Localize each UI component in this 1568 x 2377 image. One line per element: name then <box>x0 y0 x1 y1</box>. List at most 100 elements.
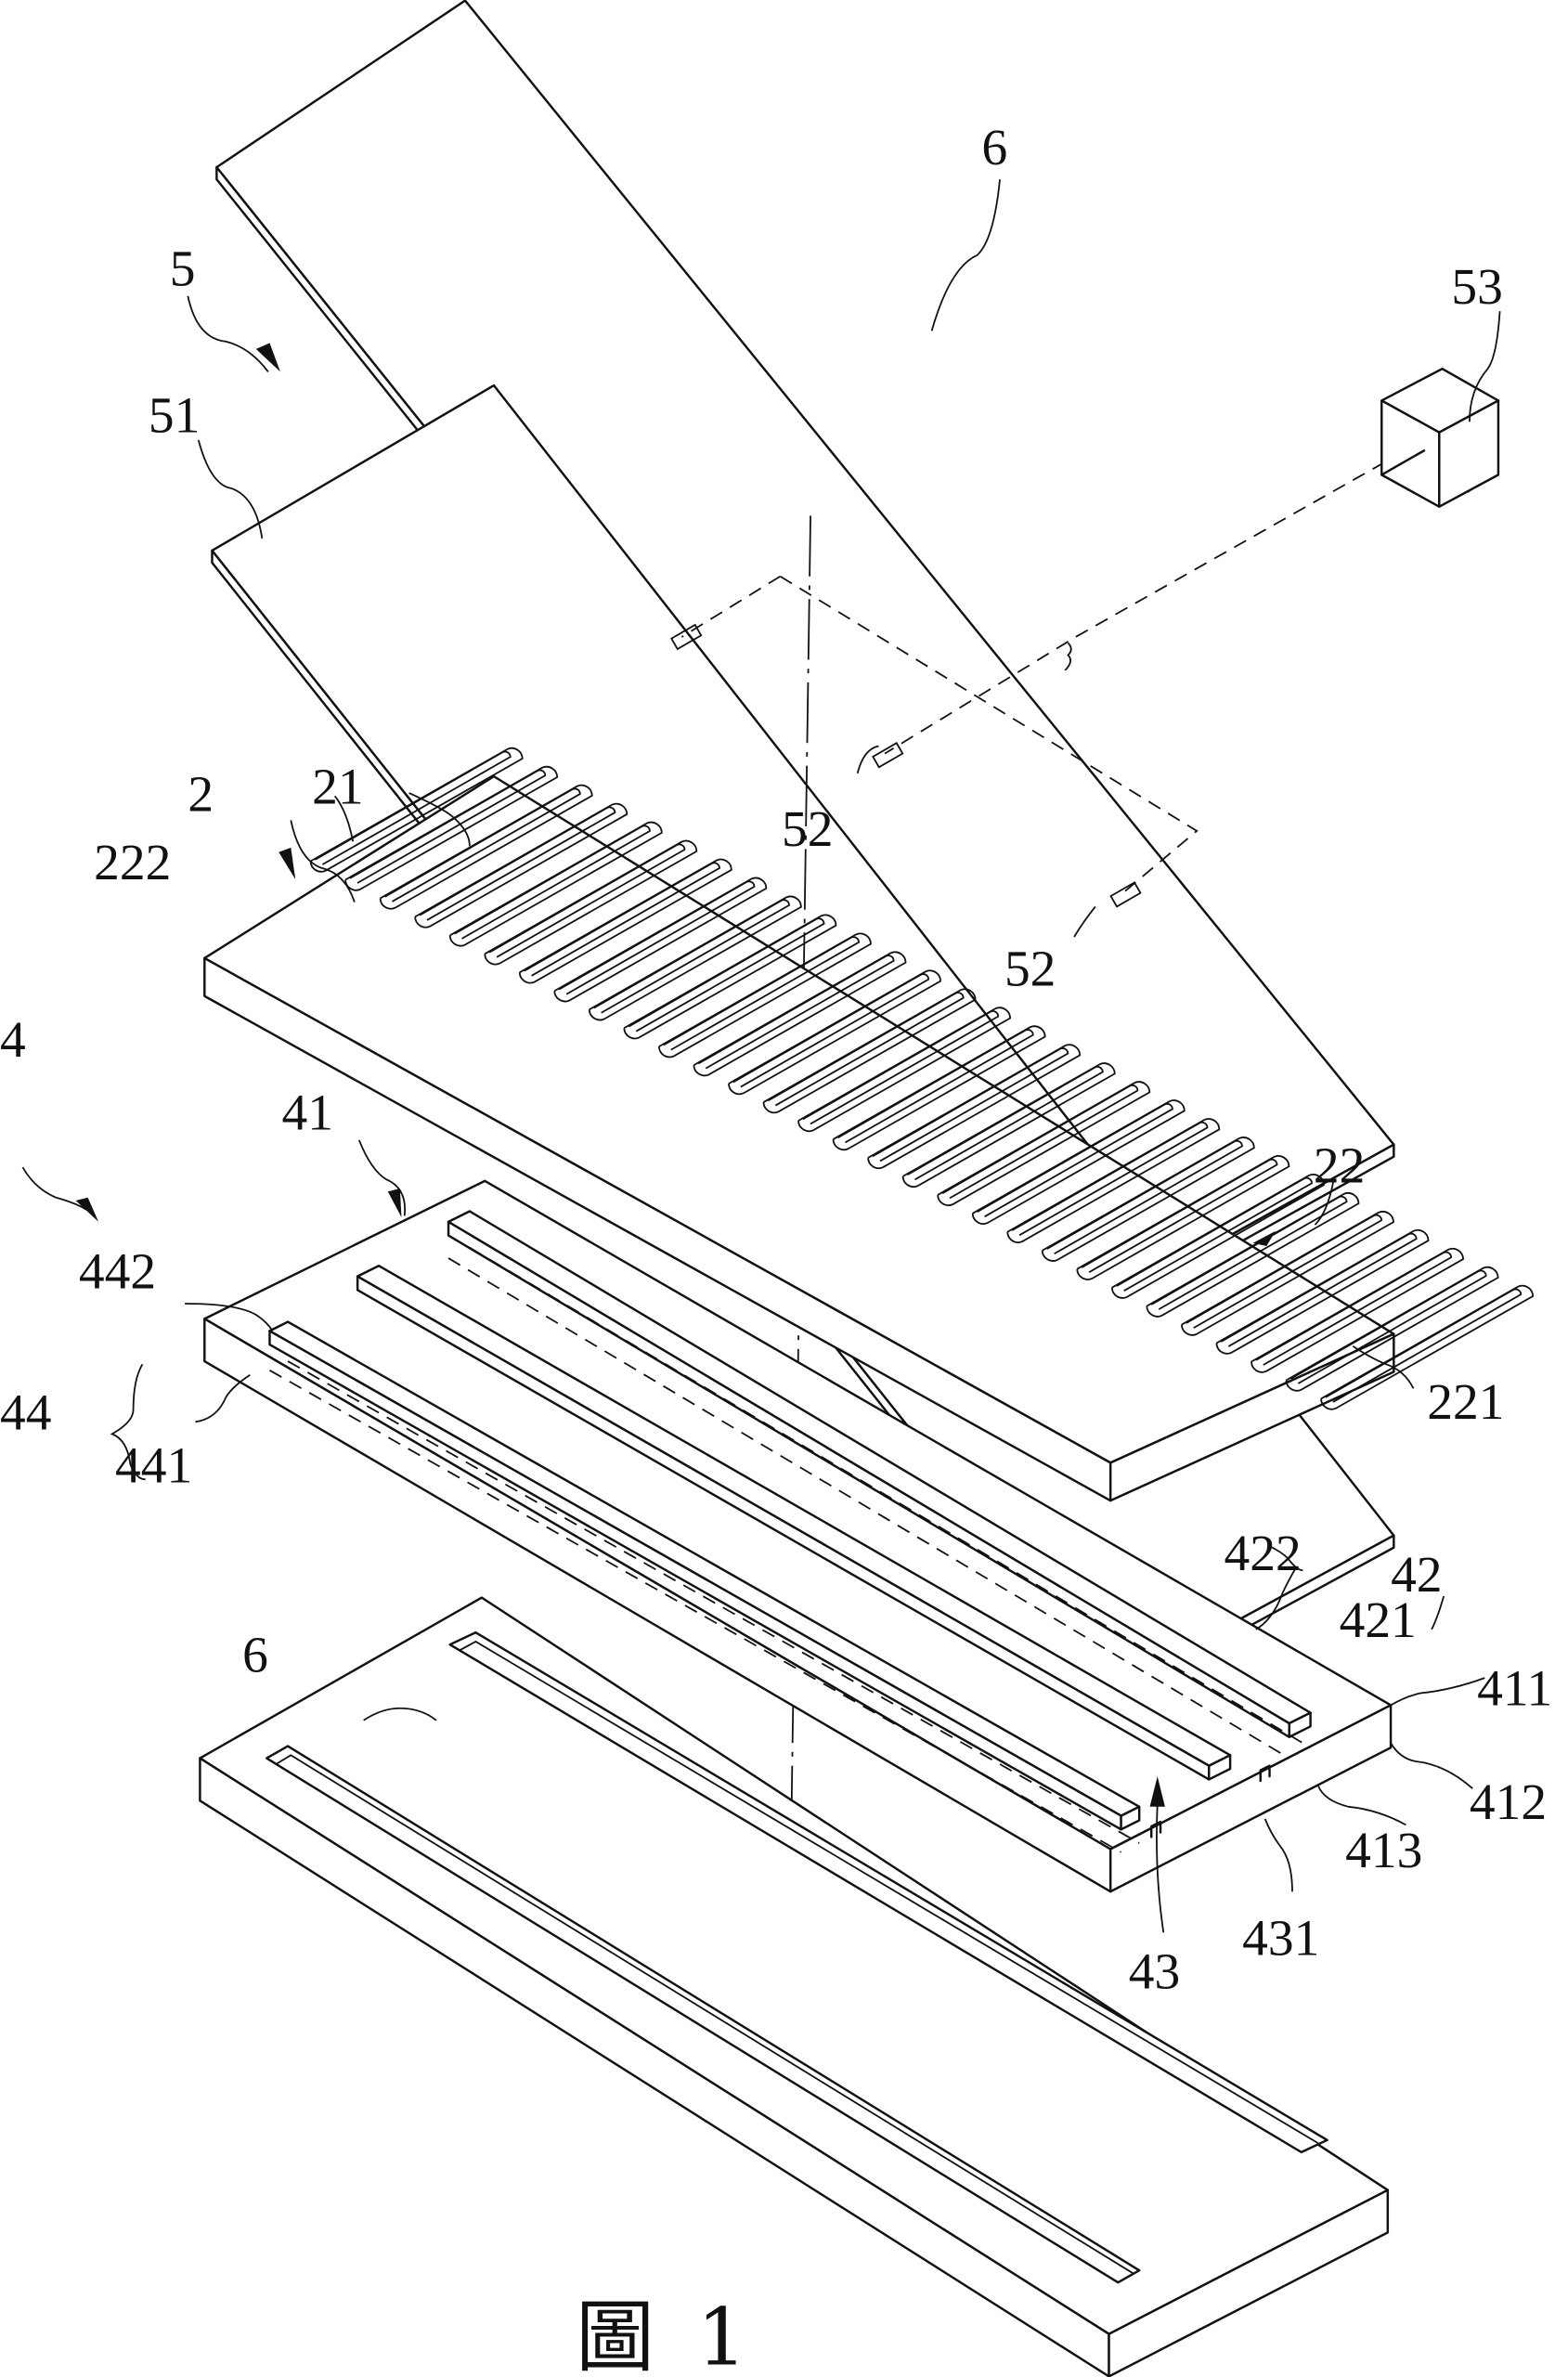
serpentine-loop-inner <box>907 1066 1104 1181</box>
serpentine-loop-inner <box>384 787 581 903</box>
label-21: 21 <box>312 760 363 816</box>
leader-lines <box>21 179 1501 1892</box>
serpentine-loop <box>832 1025 1046 1151</box>
serpentine-loop <box>728 969 941 1096</box>
label-411: 411 <box>1477 1660 1552 1717</box>
label-6-bottom: 6 <box>242 1628 268 1684</box>
serpentine-channel <box>309 747 1535 1410</box>
label-431: 431 <box>1242 1911 1319 1968</box>
serpentine-loop <box>901 1062 1116 1188</box>
serpentine-loop-inner <box>732 973 930 1088</box>
serpentine-loop-inner <box>697 955 895 1070</box>
serpentine-loop-inner <box>488 843 686 958</box>
serpentine-loop <box>1110 1174 1325 1299</box>
serpentine-loop-inner <box>1325 1288 1523 1403</box>
rail-441-hidden-b <box>287 1360 1140 1844</box>
serpentine-loop-inner <box>1011 1121 1209 1237</box>
label-412: 412 <box>1470 1774 1547 1831</box>
serpentine-loop-inner <box>1116 1176 1313 1292</box>
serpentine-loop <box>309 747 524 873</box>
label-442: 442 <box>79 1244 156 1301</box>
rail-431 <box>356 1265 1232 1781</box>
serpentine-loop-inner <box>628 917 825 1033</box>
serpentine-loop <box>379 784 593 910</box>
serpentine-loop <box>971 1099 1186 1225</box>
label-41: 41 <box>282 1085 333 1141</box>
reference-labels: 6 5 51 53 52 52 2 21 222 22 221 4 41 442… <box>0 120 1552 2001</box>
serpentine-loop <box>1146 1192 1360 1318</box>
leader-6-top <box>930 179 1001 331</box>
serpentine-loop <box>1006 1118 1221 1243</box>
sensor-wiring <box>670 439 1425 908</box>
rail-442 <box>268 1320 1141 1831</box>
label-51: 51 <box>149 388 200 445</box>
serpentine-loop <box>1320 1284 1535 1410</box>
lower-frame-plate <box>199 1596 1390 2377</box>
serpentine-loop <box>867 1044 1082 1170</box>
serpentine-loop-inner <box>349 769 547 884</box>
label-43: 43 <box>1129 1944 1180 2001</box>
serpentine-loop <box>1251 1247 1464 1373</box>
serpentine-loop <box>518 858 732 984</box>
label-52-b: 52 <box>1004 941 1056 997</box>
serpentine-loop <box>1076 1155 1290 1280</box>
serpentine-loop-inner <box>663 936 861 1051</box>
serpentine-loop-inner <box>454 825 651 940</box>
serpentine-loop <box>693 951 907 1077</box>
serpentine-loop-inner <box>1081 1158 1278 1273</box>
controller-box <box>1380 367 1500 508</box>
serpentine-loop <box>762 988 977 1114</box>
label-2: 2 <box>188 767 214 824</box>
sensor-52-c <box>1109 881 1142 908</box>
label-6-top: 6 <box>981 120 1007 176</box>
rail-422 <box>447 1210 1312 1738</box>
serpentine-loop <box>448 821 663 947</box>
sensor-52-a <box>670 623 703 651</box>
rail-441-hidden <box>269 1370 1122 1853</box>
serpentine-loop <box>484 839 698 966</box>
label-44: 44 <box>0 1384 51 1441</box>
serpentine-loop-inner <box>524 862 720 977</box>
serpentine-loop <box>1180 1211 1394 1336</box>
label-52-a: 52 <box>782 801 833 858</box>
serpentine-loop-inner <box>1289 1269 1487 1384</box>
serpentine-loop <box>553 877 768 1003</box>
serpentine-loop-inner <box>1046 1139 1243 1255</box>
label-221: 221 <box>1427 1374 1504 1431</box>
label-42: 42 <box>1391 1547 1442 1604</box>
serpentine-loop <box>1285 1266 1499 1392</box>
caption-number: 1 <box>697 2292 747 2377</box>
groove-43-arrow <box>1149 1776 1165 1933</box>
serpentine-loop-inner <box>802 1010 1000 1125</box>
caption-char: 圖 <box>576 2292 654 2377</box>
serpentine-loop-inner <box>419 806 616 921</box>
serpentine-loop <box>937 1081 1151 1206</box>
serpentine-loop-inner <box>977 1102 1173 1218</box>
serpentine-loop-inner <box>1150 1195 1348 1310</box>
label-422: 422 <box>1225 1526 1302 1582</box>
serpentine-loop-inner <box>1186 1214 1383 1329</box>
wire-crossing-mark <box>1064 642 1072 671</box>
serpentine-loop-inner <box>836 1029 1034 1144</box>
serpentine-loop <box>588 895 802 1021</box>
serpentine-loop <box>1041 1137 1255 1262</box>
label-5: 5 <box>170 240 196 297</box>
serpentine-loop <box>414 802 628 929</box>
serpentine-loop-inner <box>1255 1251 1453 1366</box>
label-421: 421 <box>1340 1592 1417 1649</box>
rail-421-hidden-b <box>469 1246 1312 1748</box>
serpentine-loop <box>623 914 837 1040</box>
label-4: 4 <box>0 1012 26 1069</box>
sensor-52-b <box>872 742 904 769</box>
serpentine-loop-inner <box>941 1085 1139 1200</box>
label-53: 53 <box>1451 259 1502 316</box>
label-441: 441 <box>115 1438 192 1495</box>
serpentine-loop <box>1215 1228 1430 1355</box>
serpentine-loop <box>797 1007 1012 1133</box>
serpentine-loop-inner <box>872 1047 1069 1163</box>
label-22: 22 <box>1314 1137 1365 1194</box>
label-222: 222 <box>94 835 171 891</box>
serpentine-loop-inner <box>314 750 512 865</box>
serpentine-loop <box>657 932 872 1059</box>
